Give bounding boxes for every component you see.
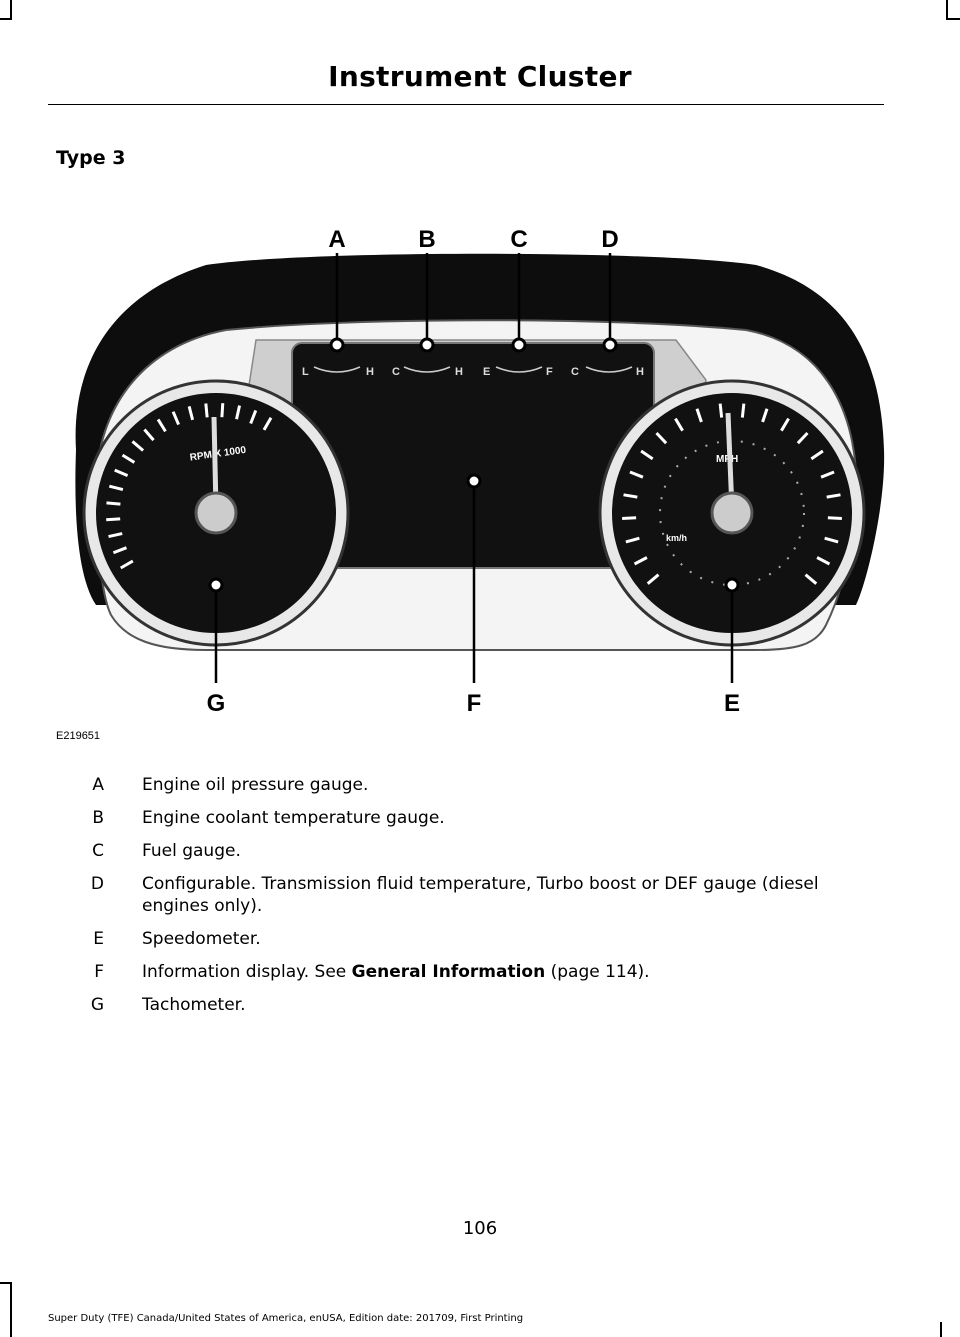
crop-mark xyxy=(10,0,12,18)
instrument-cluster-figure: L H C H E F C H RPM X 1000 MPH km/h xyxy=(56,205,886,750)
callout-a: A xyxy=(328,226,345,253)
gauge-tick xyxy=(220,403,225,418)
gauge-tick xyxy=(826,493,841,499)
fuel-gauge-full-mark: F xyxy=(546,366,553,378)
legend-item: B Engine coolant temperature gauge. xyxy=(56,807,886,829)
legend-key: B xyxy=(92,808,104,828)
crop-mark xyxy=(10,1282,12,1337)
legend-key: F xyxy=(94,962,104,982)
gauge-tick xyxy=(204,403,209,418)
gauge-tick xyxy=(824,536,839,544)
legend-item: G Tachometer. xyxy=(56,994,886,1016)
gauge-tick xyxy=(121,453,136,464)
callout-d: D xyxy=(601,226,618,253)
oil-gauge-low-mark: L xyxy=(302,366,309,378)
gauge-tick xyxy=(171,411,180,426)
legend-item: A Engine oil pressure gauge. xyxy=(56,774,886,796)
page-title: Instrument Cluster xyxy=(328,60,632,93)
legend-text: Speedometer. xyxy=(142,929,261,949)
header-divider xyxy=(48,104,884,105)
legend-text: Tachometer. xyxy=(142,995,246,1015)
kmh-label: km/h xyxy=(666,533,687,543)
footer-edition-info: Super Duty (TFE) Canada/United States of… xyxy=(48,1313,524,1324)
gauge-tick xyxy=(143,428,155,442)
callout-e: E xyxy=(724,690,740,717)
gauge-tick xyxy=(114,468,129,477)
legend-text: Engine oil pressure gauge. xyxy=(142,775,369,795)
legend-key: A xyxy=(92,775,104,795)
legend-text: Fuel gauge. xyxy=(142,841,241,861)
crop-mark xyxy=(940,1322,942,1337)
crop-mark xyxy=(946,18,960,20)
coolant-gauge-hot-mark: H xyxy=(455,366,463,378)
gauge-tick xyxy=(622,516,637,520)
general-information-link[interactable]: General Information xyxy=(351,962,546,982)
gauge-tick xyxy=(235,405,241,420)
gauge-tick xyxy=(655,431,668,445)
gauge-tick xyxy=(810,449,824,461)
gauge-tick xyxy=(740,403,746,418)
page-number: 106 xyxy=(462,1218,498,1239)
gauge-tick xyxy=(796,431,809,445)
gauge-tick xyxy=(108,532,123,538)
legend-item: E Speedometer. xyxy=(56,928,886,950)
legend-item: F Information display. See General Infor… xyxy=(56,961,886,983)
legend-text-before: Information display. See xyxy=(142,962,352,982)
legend-text: Engine coolant temperature gauge. xyxy=(142,808,445,828)
legend-key: G xyxy=(90,995,104,1015)
legend-text: Configurable. Transmission fluid tempera… xyxy=(142,874,819,916)
callout-c: C xyxy=(510,226,527,253)
legend-text-after: (page 114). xyxy=(545,962,650,982)
gauge-tick xyxy=(156,418,167,433)
gauge-tick xyxy=(820,470,835,479)
gauge-tick xyxy=(640,449,654,461)
callout-legend: A Engine oil pressure gauge. B Engine co… xyxy=(56,774,886,1027)
section-heading: Type 3 xyxy=(56,147,126,169)
gauge-tick xyxy=(262,416,273,431)
gauge-tick xyxy=(108,484,124,492)
crop-mark xyxy=(946,0,948,18)
crop-mark xyxy=(0,18,12,20)
gauge-tick xyxy=(131,440,145,452)
configurable-gauge-cold-mark: C xyxy=(571,366,579,378)
gauge-tick xyxy=(119,559,134,570)
gauge-tick xyxy=(249,409,258,425)
gauge-tick xyxy=(625,536,640,544)
legend-key: C xyxy=(92,841,104,861)
gauge-tick xyxy=(695,408,703,423)
gauge-tick xyxy=(187,405,195,421)
legend-key: D xyxy=(90,874,104,894)
legend-text: Information display. See General Informa… xyxy=(142,961,872,983)
gauge-tick xyxy=(112,546,128,555)
crop-mark xyxy=(0,1282,12,1284)
configurable-gauge-hot-mark: H xyxy=(636,366,644,378)
coolant-gauge-cold-mark: C xyxy=(392,366,400,378)
gauge-tick xyxy=(106,501,121,506)
gauge-tick xyxy=(623,493,638,499)
gauge-tick xyxy=(674,417,684,432)
gauge-tick xyxy=(106,517,121,522)
legend-item: C Fuel gauge. xyxy=(56,840,886,862)
callout-f: F xyxy=(467,690,482,717)
legend-item: D Configurable. Transmission fluid tempe… xyxy=(56,873,886,917)
gauge-tick xyxy=(629,470,644,479)
tachometer-gauge: RPM X 1000 xyxy=(82,379,350,647)
oil-gauge-high-mark: H xyxy=(366,366,374,378)
gauge-tick xyxy=(718,403,724,418)
gauge-tick xyxy=(646,573,660,585)
speedometer-gauge: MPH km/h xyxy=(598,379,866,647)
gauge-tick xyxy=(816,556,831,566)
gauge-tick xyxy=(761,408,769,423)
gauge-tick xyxy=(633,556,648,566)
callout-b: B xyxy=(418,226,435,253)
callout-g: G xyxy=(207,690,226,717)
mph-label: MPH xyxy=(716,454,738,465)
gauge-tick xyxy=(827,516,842,520)
figure-id: E219651 xyxy=(56,730,100,742)
fuel-gauge-empty-mark: E xyxy=(483,366,490,378)
gauge-tick xyxy=(780,417,790,432)
gauge-tick xyxy=(804,573,818,585)
legend-key: E xyxy=(93,929,104,949)
